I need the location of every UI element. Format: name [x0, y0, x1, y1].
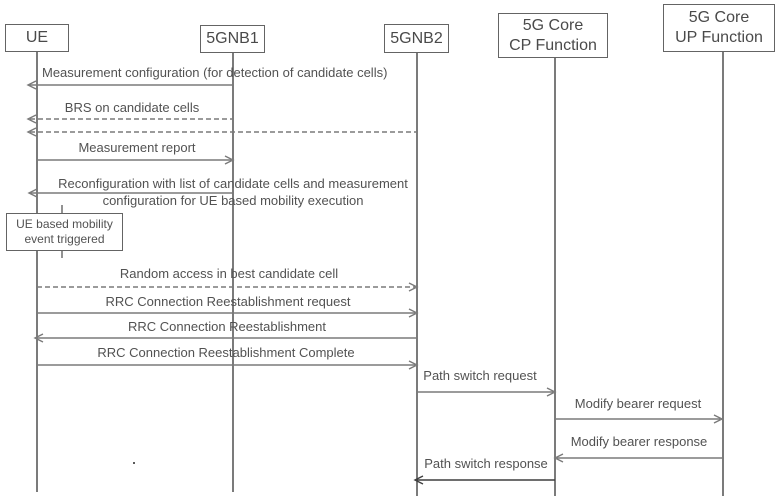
arrow-random-access — [37, 282, 419, 292]
actor-box-5gnb2: 5GNB2 — [384, 24, 449, 53]
message-label-reconfiguration-line2: configuration for UE based mobility exec… — [102, 193, 364, 208]
actor-label-line2: CP Function — [509, 36, 597, 54]
arrowhead-left — [27, 188, 38, 198]
arrowhead-left — [26, 114, 37, 124]
message-label-measurement-report: Measurement report — [78, 140, 196, 155]
message-label-brs: BRS on candidate cells — [64, 100, 200, 115]
note-ue-mobility-event: UE based mobility event triggered — [6, 213, 123, 251]
actor-box-5gnb1: 5GNB1 — [200, 25, 265, 53]
actor-box-5g-core-up-function: 5G Core UP Function — [663, 4, 775, 52]
arrow-brs-from-5gnb1 — [26, 114, 233, 124]
note-line2: event triggered — [24, 232, 105, 246]
arrow-brs-from-5gnb2 — [26, 127, 417, 137]
arrow-modify-bearer-request — [555, 414, 724, 424]
actor-label-line2: UP Function — [675, 29, 763, 46]
arrowhead-right — [713, 414, 724, 424]
message-label-rrc-reestablishment: RRC Connection Reestablishment — [128, 319, 326, 334]
arrowhead-right — [408, 308, 419, 318]
actor-label: UE — [25, 29, 49, 46]
stray-dot — [133, 462, 135, 464]
actor-label: 5GNB1 — [206, 30, 259, 47]
actor-label-line1: 5G Core — [688, 9, 750, 26]
arrow-measurement-configuration — [26, 80, 233, 90]
arrowhead-right — [408, 360, 419, 370]
actor-label: 5GNB2 — [390, 29, 443, 47]
arrowhead-right — [224, 155, 235, 165]
arrowhead-left — [33, 333, 44, 343]
arrow-measurement-report — [37, 155, 235, 165]
message-label-measurement-configuration: Measurement configuration (for detection… — [42, 65, 388, 80]
arrow-path-switch-request — [417, 387, 557, 397]
arrow-modify-bearer-response — [553, 453, 723, 463]
arrowhead-right — [408, 282, 419, 292]
actor-label-line1: 5G Core — [522, 16, 584, 34]
arrowhead-left — [26, 80, 37, 90]
message-label-path-switch-request: Path switch request — [423, 368, 537, 383]
arrowhead-left — [553, 453, 564, 463]
message-label-modify-bearer-request: Modify bearer request — [574, 396, 702, 411]
message-label-reconfiguration-line1: Reconfiguration with list of candidate c… — [58, 176, 408, 191]
arrow-reconfiguration — [27, 188, 233, 198]
arrowhead-left — [413, 475, 424, 485]
arrow-path-switch-response — [413, 475, 555, 485]
message-label-rrc-reestablishment-request: RRC Connection Reestablishment request — [105, 294, 351, 309]
arrowhead-right — [546, 387, 557, 397]
actor-box-ue: UE — [5, 24, 69, 52]
note-line1: UE based mobility — [16, 217, 113, 231]
message-label-rrc-reestablishment-complete: RRC Connection Reestablishment Complete — [97, 345, 355, 360]
actor-box-5g-core-cp-function: 5G Core CP Function — [498, 13, 608, 58]
arrow-rrc-reestablishment-request — [37, 308, 419, 318]
message-label-random-access: Random access in best candidate cell — [119, 266, 339, 281]
message-label-path-switch-response: Path switch response — [424, 456, 548, 471]
arrow-rrc-reestablishment — [33, 333, 417, 343]
arrowhead-left — [26, 127, 37, 137]
arrow-rrc-reestablishment-complete — [37, 360, 419, 370]
message-label-modify-bearer-response: Modify bearer response — [570, 434, 708, 449]
